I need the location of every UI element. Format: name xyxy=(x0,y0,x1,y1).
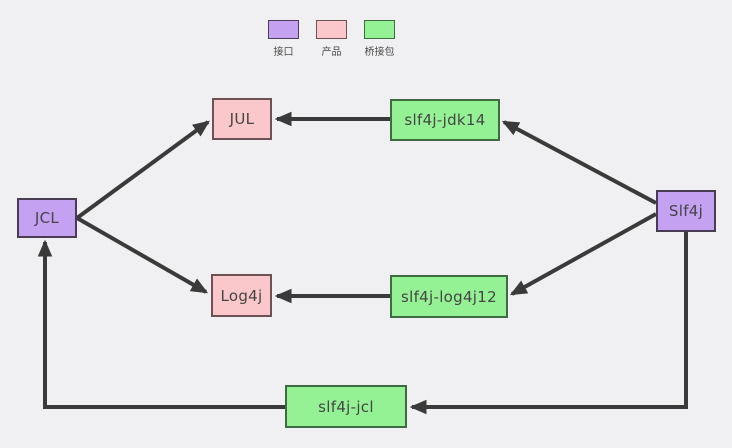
legend-label-product: 产品 xyxy=(321,47,342,58)
node-slf4j-log4j12: slf4j-log4j12 xyxy=(390,275,508,318)
node-jul: JUL xyxy=(212,98,272,140)
node-jcl: JCL xyxy=(17,198,77,238)
legend-label-bridge: 桥接包 xyxy=(364,47,395,58)
node-slf4j-jcl: slf4j-jcl xyxy=(285,385,407,428)
legend: 接口 产品 桥接包 xyxy=(268,20,395,58)
edge-jcl-to-log4j xyxy=(76,216,209,294)
legend-swatch-bridge xyxy=(364,20,395,39)
node-log4j: Log4j xyxy=(211,274,272,317)
edge-slf4j-to-slf4j-jdk14 xyxy=(501,120,657,205)
legend-swatch-product xyxy=(316,20,347,39)
legend-label-interface: 接口 xyxy=(273,47,294,58)
legend-item-bridge: 桥接包 xyxy=(364,20,395,58)
legend-item-product: 产品 xyxy=(316,20,347,58)
edge-slf4j-to-slf4j-log4j12 xyxy=(509,212,657,296)
edge-slf4j-to-slf4j-jcl xyxy=(409,232,688,415)
node-slf4j-jdk14: slf4j-jdk14 xyxy=(390,99,500,141)
legend-swatch-interface xyxy=(268,20,299,39)
edge-jcl-to-jul xyxy=(75,120,210,220)
edge-slf4j-jcl-to-jcl xyxy=(37,239,285,409)
legend-item-interface: 接口 xyxy=(268,20,299,58)
node-slf4j: Slf4j xyxy=(656,190,716,232)
